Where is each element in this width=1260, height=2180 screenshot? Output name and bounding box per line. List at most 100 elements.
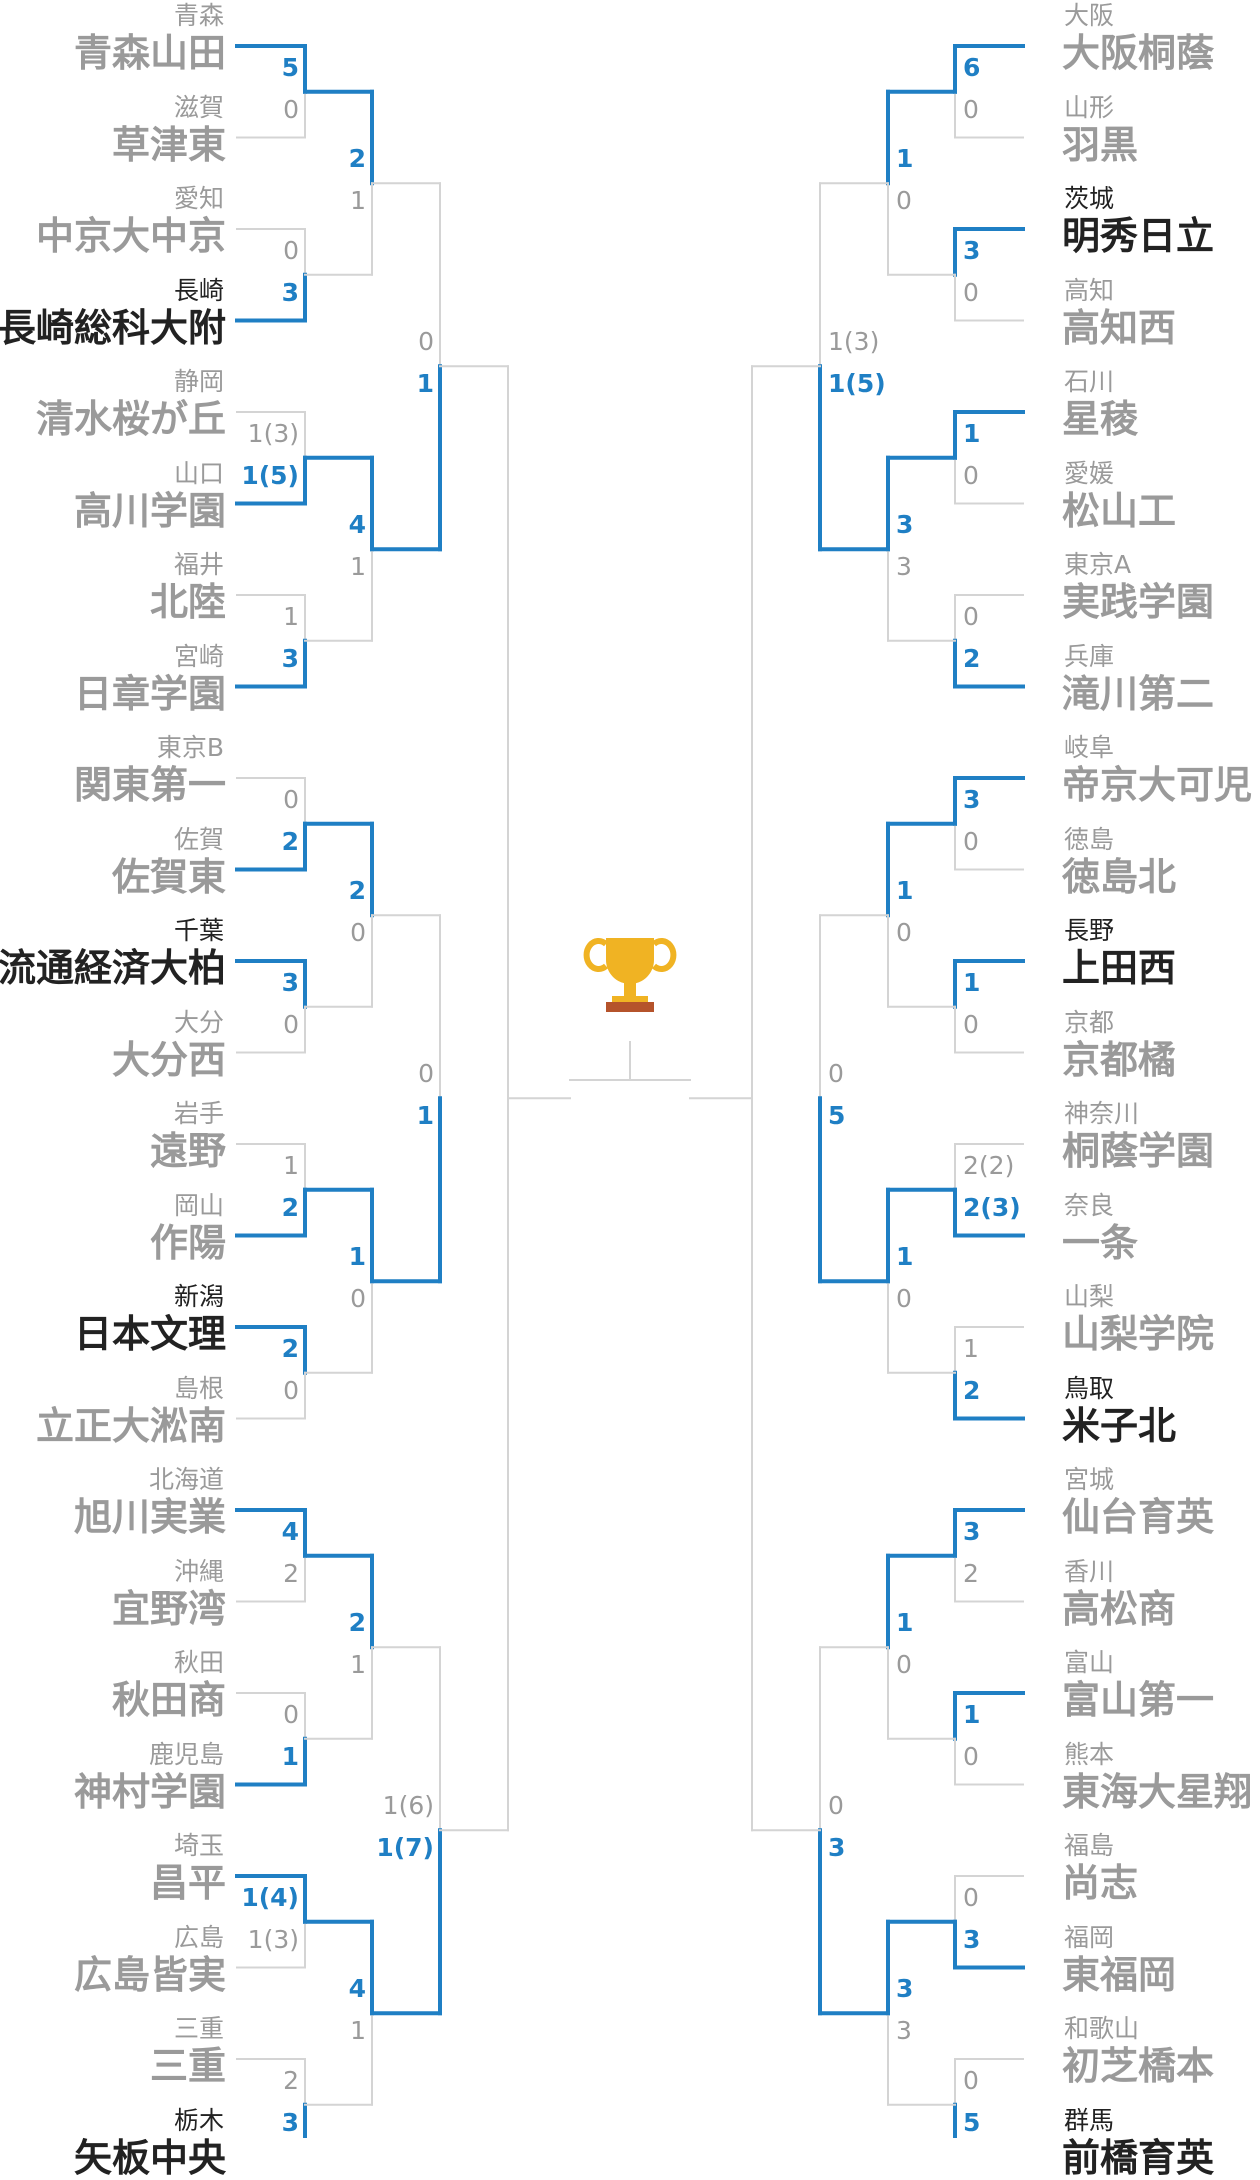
team-prefecture: 北海道 [148, 1465, 224, 1494]
match-score: 4 [348, 510, 366, 540]
team-name: 徳島北 [1062, 854, 1177, 899]
match-score: 1(6) [382, 1791, 434, 1821]
team-name: 秋田商 [111, 1678, 226, 1722]
team-name: 日章学園 [73, 671, 226, 716]
match-score: 0 [350, 1284, 366, 1314]
match-score: 1 [350, 2016, 366, 2046]
team-name: 大阪桐蔭 [1062, 31, 1215, 75]
match-score: 0 [283, 1699, 299, 1729]
team-prefecture: 鹿児島 [148, 1739, 224, 1769]
team-name: 帝京大可児 [1062, 763, 1253, 807]
match-score: 1 [963, 1333, 979, 1363]
match-score: 1(5) [828, 369, 886, 399]
team-name: 旭川実業 [73, 1495, 226, 1539]
team-prefecture: 滋賀 [173, 92, 224, 122]
team-prefecture: 福井 [173, 550, 224, 579]
team-name: 東海大星翔 [1062, 1769, 1253, 1814]
team-prefecture: 熊本 [1064, 1739, 1115, 1769]
team-prefecture: 栃木 [173, 2105, 224, 2135]
match-score: 2(2) [963, 1150, 1015, 1180]
team-prefecture: 長野 [1064, 916, 1115, 945]
team-prefecture: 長崎 [173, 275, 224, 305]
team-name: 広島皆実 [73, 1952, 226, 1997]
match-score: 0 [418, 1059, 434, 1089]
match-score: 3 [896, 2016, 912, 2046]
match-score: 1 [963, 967, 981, 997]
match-score: 0 [283, 1375, 299, 1405]
match-score: 2 [963, 1375, 981, 1405]
team-name: 一条 [1062, 1220, 1139, 1265]
team-prefecture: 東京B [156, 733, 224, 762]
match-score: 1 [896, 144, 914, 174]
match-score: 2 [283, 2065, 299, 2095]
match-score: 0 [963, 277, 979, 307]
team-prefecture: 愛知 [173, 184, 224, 213]
team-prefecture: 奈良 [1064, 1190, 1115, 1220]
trophy-icon [583, 938, 677, 1012]
match-score: 2 [283, 1558, 299, 1588]
team-prefecture: 岩手 [173, 1099, 224, 1128]
match-score: 2 [281, 1192, 299, 1222]
team-name: 星稜 [1062, 397, 1139, 441]
match-score: 0 [963, 826, 979, 856]
match-score: 2 [348, 144, 366, 174]
match-score: 2 [281, 826, 299, 856]
match-score: 4 [281, 1516, 299, 1546]
team-prefecture: 山形 [1064, 92, 1115, 122]
match-score: 0 [963, 1009, 979, 1039]
match-score: 0 [896, 918, 912, 948]
match-score: 2 [348, 1608, 366, 1638]
match-score: 5 [963, 2107, 981, 2137]
team-name: 実践学園 [1062, 580, 1215, 624]
match-score: 1 [350, 552, 366, 582]
team-prefecture: 宮城 [1064, 1465, 1115, 1494]
team-prefecture: 香川 [1064, 1556, 1115, 1586]
match-score: 1(3) [247, 1924, 299, 1954]
match-score: 1 [896, 876, 914, 906]
team-name: 北陸 [149, 580, 226, 624]
match-score: 0 [896, 1650, 912, 1680]
team-prefecture: 広島 [173, 1922, 224, 1952]
match-score: 1(5) [241, 460, 299, 490]
match-score: 2(3) [963, 1192, 1021, 1222]
match-score: 1 [283, 601, 299, 631]
match-score: 3 [281, 2107, 299, 2137]
team-prefecture: 静岡 [173, 367, 224, 396]
team-name: 羽黒 [1062, 122, 1139, 167]
team-name: 青森山田 [73, 31, 226, 75]
team-name: 流通経済大柏 [0, 946, 226, 990]
team-name: 尚志 [1062, 1861, 1139, 1905]
team-name: 滝川第二 [1062, 671, 1215, 716]
match-score: 0 [896, 186, 912, 216]
team-prefecture: 茨城 [1064, 184, 1115, 213]
match-score: 0 [963, 460, 979, 490]
team-prefecture: 新潟 [173, 1282, 224, 1311]
team-prefecture: 大分 [173, 1007, 224, 1037]
team-prefecture: 福岡 [1064, 1922, 1115, 1952]
match-score: 2 [963, 1558, 979, 1588]
team-prefecture: 東京A [1064, 550, 1132, 579]
team-name: 立正大淞南 [35, 1403, 226, 1448]
match-score: 4 [348, 1974, 366, 2004]
match-score: 0 [963, 601, 979, 631]
match-score: 0 [283, 1009, 299, 1039]
match-score: 3 [281, 967, 299, 997]
match-score: 0 [963, 2065, 979, 2095]
match-score: 1 [963, 1699, 981, 1729]
team-name: 山梨学院 [1062, 1312, 1215, 1356]
match-score: 3 [896, 552, 912, 582]
team-name: 桐蔭学園 [1062, 1129, 1215, 1173]
match-score: 1 [416, 1101, 434, 1131]
match-score: 1 [348, 1242, 366, 1272]
team-name: 高松商 [1062, 1586, 1177, 1631]
team-prefecture: 大阪 [1064, 1, 1115, 30]
match-score: 2 [348, 876, 366, 906]
team-prefecture: 山口 [173, 458, 224, 488]
match-score: 3 [896, 510, 914, 540]
match-score: 5 [281, 52, 299, 82]
team-prefecture: 愛媛 [1064, 458, 1115, 488]
team-name: 京都橘 [1062, 1037, 1177, 1082]
team-name: 矢板中央 [73, 2135, 226, 2180]
match-score: 3 [963, 784, 981, 814]
